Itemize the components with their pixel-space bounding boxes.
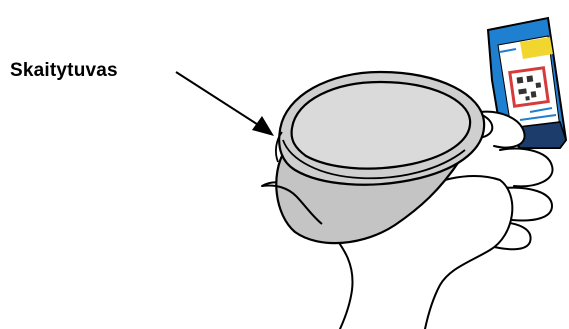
callout-arrow-icon — [176, 72, 274, 136]
barcode-icon — [510, 68, 548, 106]
callout-label: Skaitytuvas — [10, 60, 118, 82]
